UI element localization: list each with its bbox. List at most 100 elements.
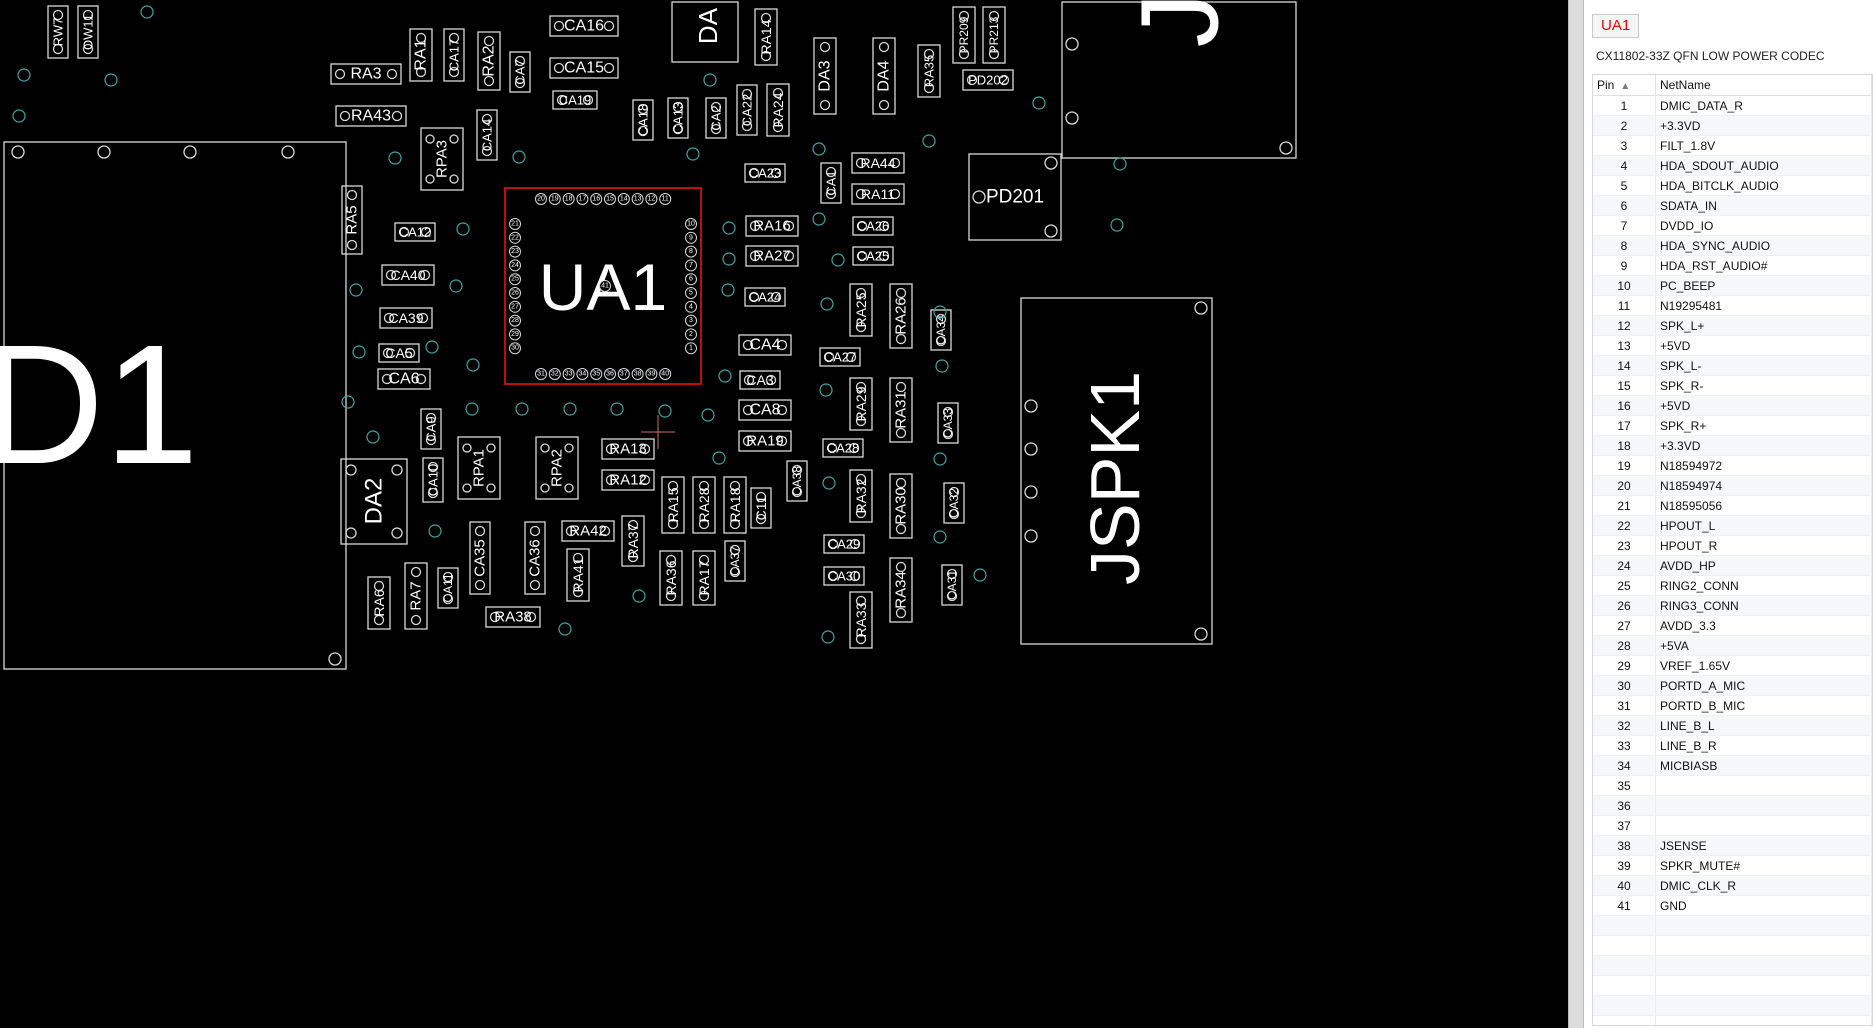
component-outline[interactable] [381,264,435,286]
component-outline[interactable] [404,562,428,630]
component-outline[interactable] [443,28,465,82]
component-outline[interactable] [872,37,896,115]
component-outline[interactable] [561,520,615,542]
component-outline[interactable] [469,521,491,595]
component-outline[interactable] [724,540,746,582]
component-outline[interactable] [379,307,433,329]
component-outline[interactable] [786,460,808,502]
component-outline[interactable] [852,216,894,236]
component-outline[interactable] [982,6,1006,64]
component-outline[interactable] [738,334,792,356]
ua1-selection-outline[interactable] [504,187,702,385]
component-outline[interactable] [705,97,727,139]
component-outline[interactable] [77,5,99,59]
component-outline[interactable] [745,245,799,267]
component-outline[interactable] [943,482,965,524]
table-row[interactable]: 16+5VD [1593,395,1872,416]
component-outline[interactable] [851,183,905,205]
table-row[interactable]: 18+3.3VD [1593,435,1872,456]
component-outline[interactable] [509,51,531,93]
component-outline[interactable] [820,162,842,204]
component-outline[interactable] [917,44,941,98]
table-row[interactable]: 36 [1593,795,1872,816]
component-outline[interactable] [736,84,758,136]
component-outline[interactable] [937,402,959,444]
component-outline[interactable] [420,408,442,450]
component-outline[interactable] [409,28,433,82]
component-outline[interactable] [852,246,894,266]
component-outline[interactable] [477,31,501,91]
component-outline[interactable] [661,476,685,534]
component-outline[interactable] [849,469,873,523]
component-outline[interactable] [849,377,873,431]
table-row[interactable]: 37 [1593,815,1872,836]
component-outline[interactable] [378,343,420,363]
component-outline[interactable] [485,606,541,628]
component-outline[interactable] [941,564,963,606]
component-outline[interactable] [889,377,913,443]
component-outline[interactable] [437,567,459,609]
component-outline[interactable] [823,534,865,554]
component-outline[interactable] [889,283,913,349]
component-outline[interactable] [723,476,747,534]
table-row[interactable]: 2+3.3VD [1593,115,1872,136]
component-outline[interactable] [667,97,689,139]
resistor-pack-outline[interactable] [420,127,464,191]
table-row[interactable]: 13+5VD [1593,335,1872,356]
component-outline[interactable] [738,430,792,452]
component-outline[interactable] [659,550,683,606]
component-outline[interactable] [549,15,619,37]
component-outline[interactable] [621,515,645,567]
column-header-pin[interactable]: Pin▲ [1593,75,1656,96]
component-outline[interactable] [632,99,654,141]
component-outline[interactable] [601,438,655,460]
component-outline[interactable] [952,6,976,64]
component-outline[interactable] [335,105,407,127]
component-outline[interactable] [750,487,772,529]
resistor-pack-outline[interactable] [457,436,501,500]
component-outline[interactable] [889,473,913,539]
component-outline[interactable] [566,548,590,602]
component-outline[interactable] [744,287,786,307]
component-outline[interactable] [601,469,655,491]
component-outline[interactable] [367,576,391,630]
component-outline[interactable] [766,83,790,137]
component-outline[interactable] [813,37,837,115]
component-outline[interactable] [849,591,873,649]
component-outline[interactable] [549,57,619,79]
panel-splitter[interactable] [1568,0,1584,1028]
component-outline[interactable] [341,185,363,255]
component-outline[interactable] [738,399,792,421]
component-outline[interactable] [745,215,799,237]
component-outline[interactable] [47,5,69,59]
component-outline[interactable] [819,347,861,367]
component-outline[interactable] [476,109,498,161]
component-outline[interactable] [692,476,716,534]
component-outline[interactable] [422,457,444,503]
component-outline[interactable] [962,69,1014,91]
component-outline[interactable] [377,368,431,390]
component-outline[interactable] [849,283,873,337]
component-outline[interactable] [692,550,716,606]
component-outline[interactable] [822,438,864,458]
